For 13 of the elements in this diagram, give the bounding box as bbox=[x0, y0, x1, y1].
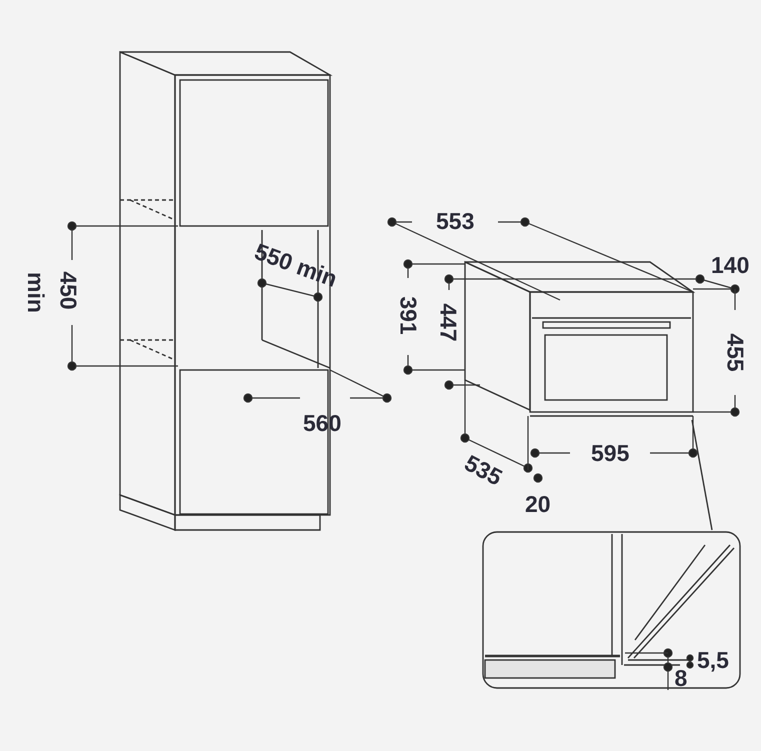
dimension-label: 8 bbox=[674, 666, 688, 690]
dimension-label: 535 bbox=[460, 450, 506, 490]
dimension-label: 455 bbox=[724, 332, 747, 372]
dimension-label: min bbox=[23, 272, 46, 312]
dimension-label: 450 bbox=[56, 270, 80, 310]
dimension-label: 447 bbox=[436, 302, 460, 342]
dimension-label: 5,5 bbox=[697, 648, 729, 672]
dimension-label: 550 min bbox=[252, 240, 340, 290]
dimension-label: 391 bbox=[396, 296, 420, 334]
dimension-label: 140 bbox=[711, 254, 750, 276]
dimension-label: 20 bbox=[525, 492, 551, 516]
dimension-label: 553 bbox=[436, 210, 474, 232]
dimension-label: 595 bbox=[591, 442, 630, 464]
